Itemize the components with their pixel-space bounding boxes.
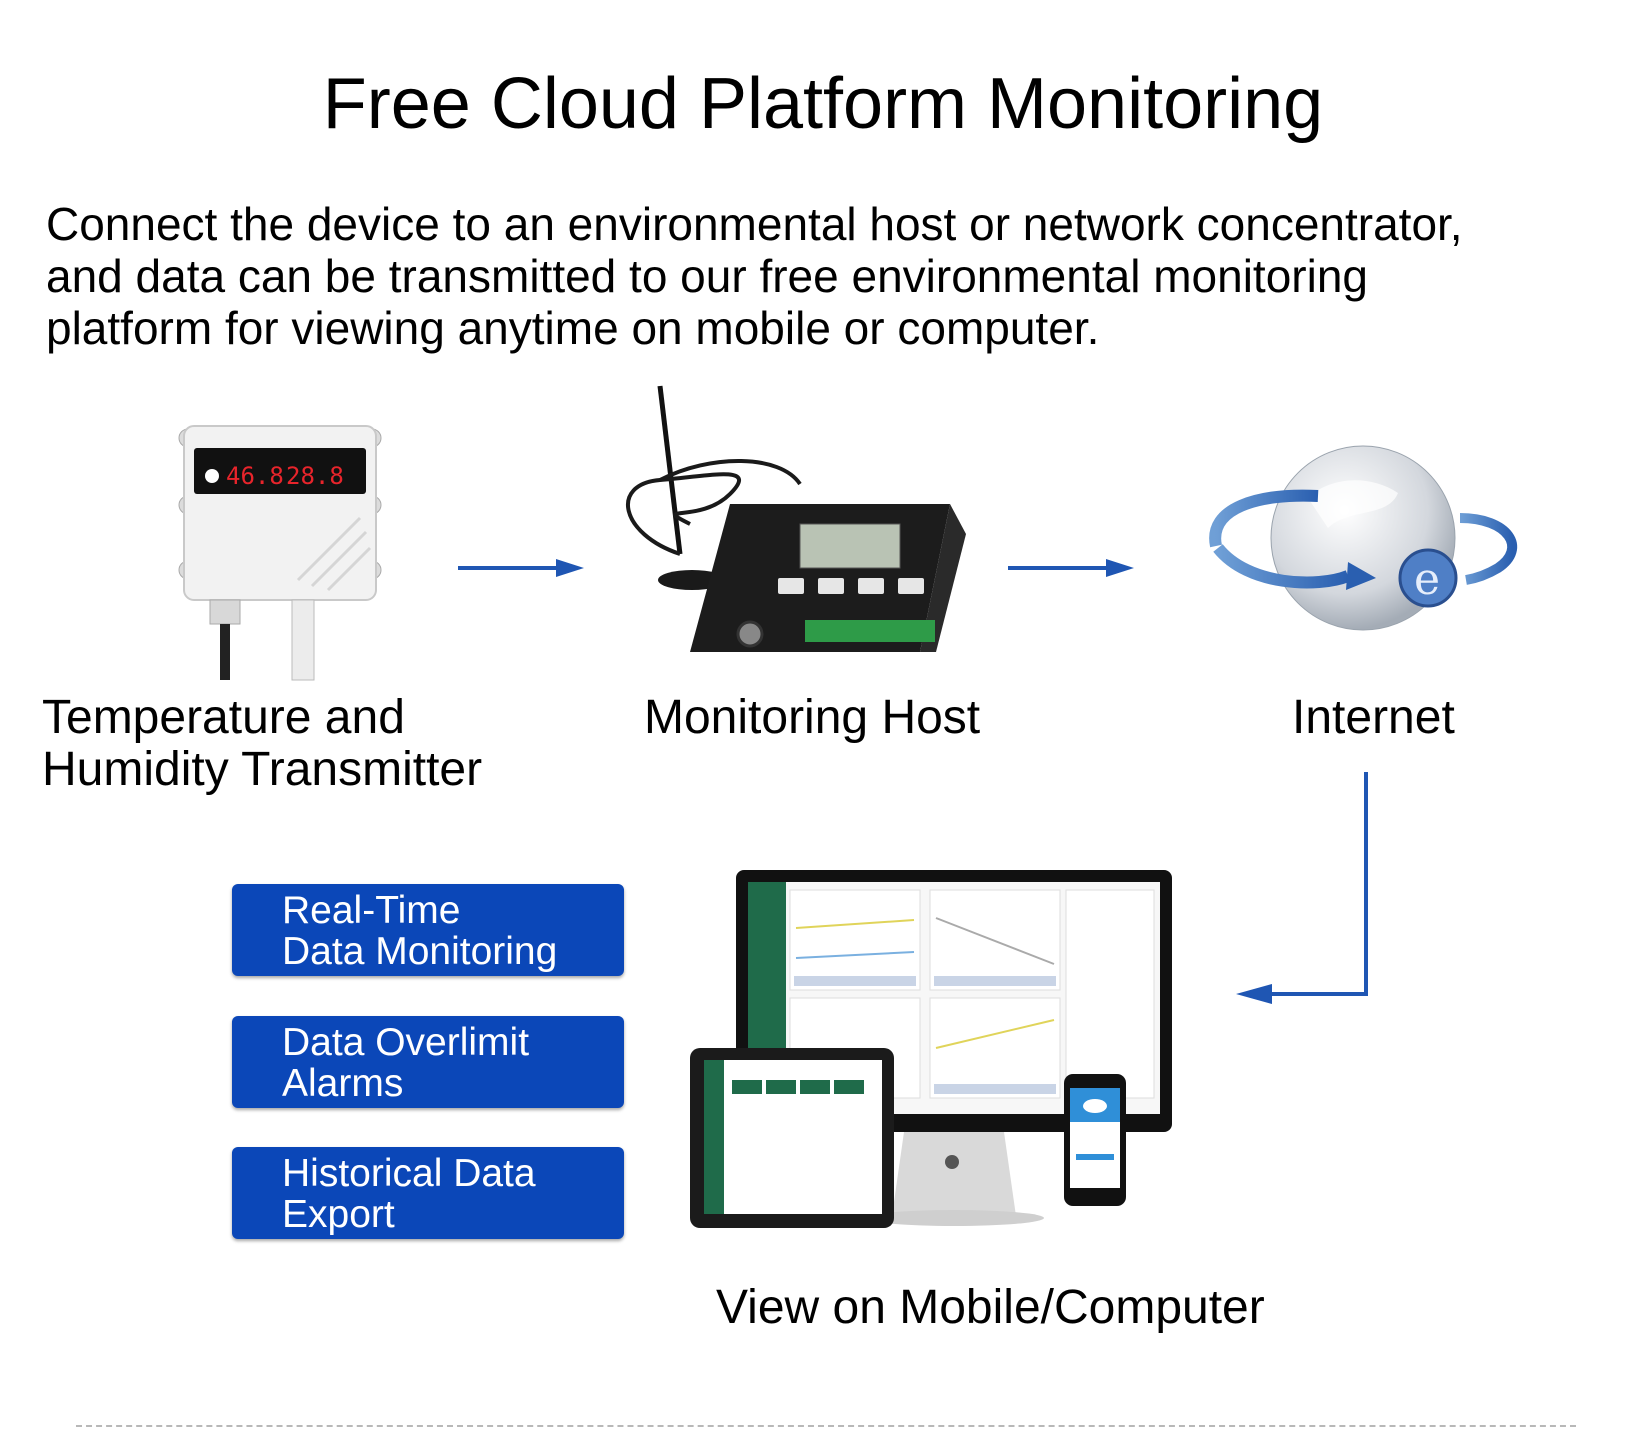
feature-line-2: Alarms bbox=[282, 1062, 404, 1105]
arrow-transmitter-to-host bbox=[458, 559, 584, 577]
feature-line-2: Data Monitoring bbox=[282, 930, 558, 973]
transmitter-label-line-1: Temperature and bbox=[42, 691, 405, 744]
feature-historical-export: Historical Data Export bbox=[232, 1147, 624, 1239]
feature-line-1: Data Overlimit bbox=[282, 1021, 530, 1064]
page-title: Free Cloud Platform Monitoring bbox=[322, 64, 1324, 144]
arrow-host-to-internet bbox=[1008, 559, 1134, 577]
feature-realtime-monitoring: Real-Time Data Monitoring bbox=[232, 884, 624, 976]
intro-line-1: Connect the device to an environmental h… bbox=[46, 198, 1463, 250]
devices-image bbox=[690, 870, 1172, 1228]
display-temperature: 28.8 bbox=[286, 462, 344, 490]
feature-line-1: Historical Data bbox=[282, 1152, 536, 1195]
transmitter-image: 46.8 28.8 bbox=[178, 425, 382, 681]
feature-label: Historical Data Export bbox=[282, 1153, 536, 1235]
feature-overlimit-alarms: Data Overlimit Alarms bbox=[232, 1016, 624, 1108]
intro-line-2: and data can be transmitted to our free … bbox=[46, 250, 1368, 302]
feature-line-1: Real-Time bbox=[282, 889, 461, 932]
feature-line-2: Export bbox=[282, 1193, 395, 1236]
internet-globe-icon: e bbox=[1209, 445, 1517, 631]
monitoring-host-image bbox=[626, 385, 966, 652]
transmitter-label-line-2: Humidity Transmitter bbox=[42, 743, 483, 796]
feature-label: Data Overlimit Alarms bbox=[282, 1022, 529, 1104]
arrow-internet-to-devices bbox=[1236, 772, 1368, 1004]
transmitter-label: Temperature and Humidity Transmitter bbox=[42, 692, 482, 796]
intro-line-3: platform for viewing anytime on mobile o… bbox=[46, 302, 1100, 354]
display-humidity: 46.8 bbox=[226, 462, 284, 490]
feature-label: Real-Time Data Monitoring bbox=[282, 890, 557, 972]
svg-text:e: e bbox=[1414, 554, 1440, 605]
internet-label: Internet bbox=[1292, 691, 1455, 744]
intro-paragraph: Connect the device to an environmental h… bbox=[46, 198, 1626, 354]
monitoring-host-label: Monitoring Host bbox=[644, 691, 981, 744]
view-label: View on Mobile/Computer bbox=[716, 1281, 1265, 1334]
dashed-divider bbox=[76, 1425, 1576, 1427]
